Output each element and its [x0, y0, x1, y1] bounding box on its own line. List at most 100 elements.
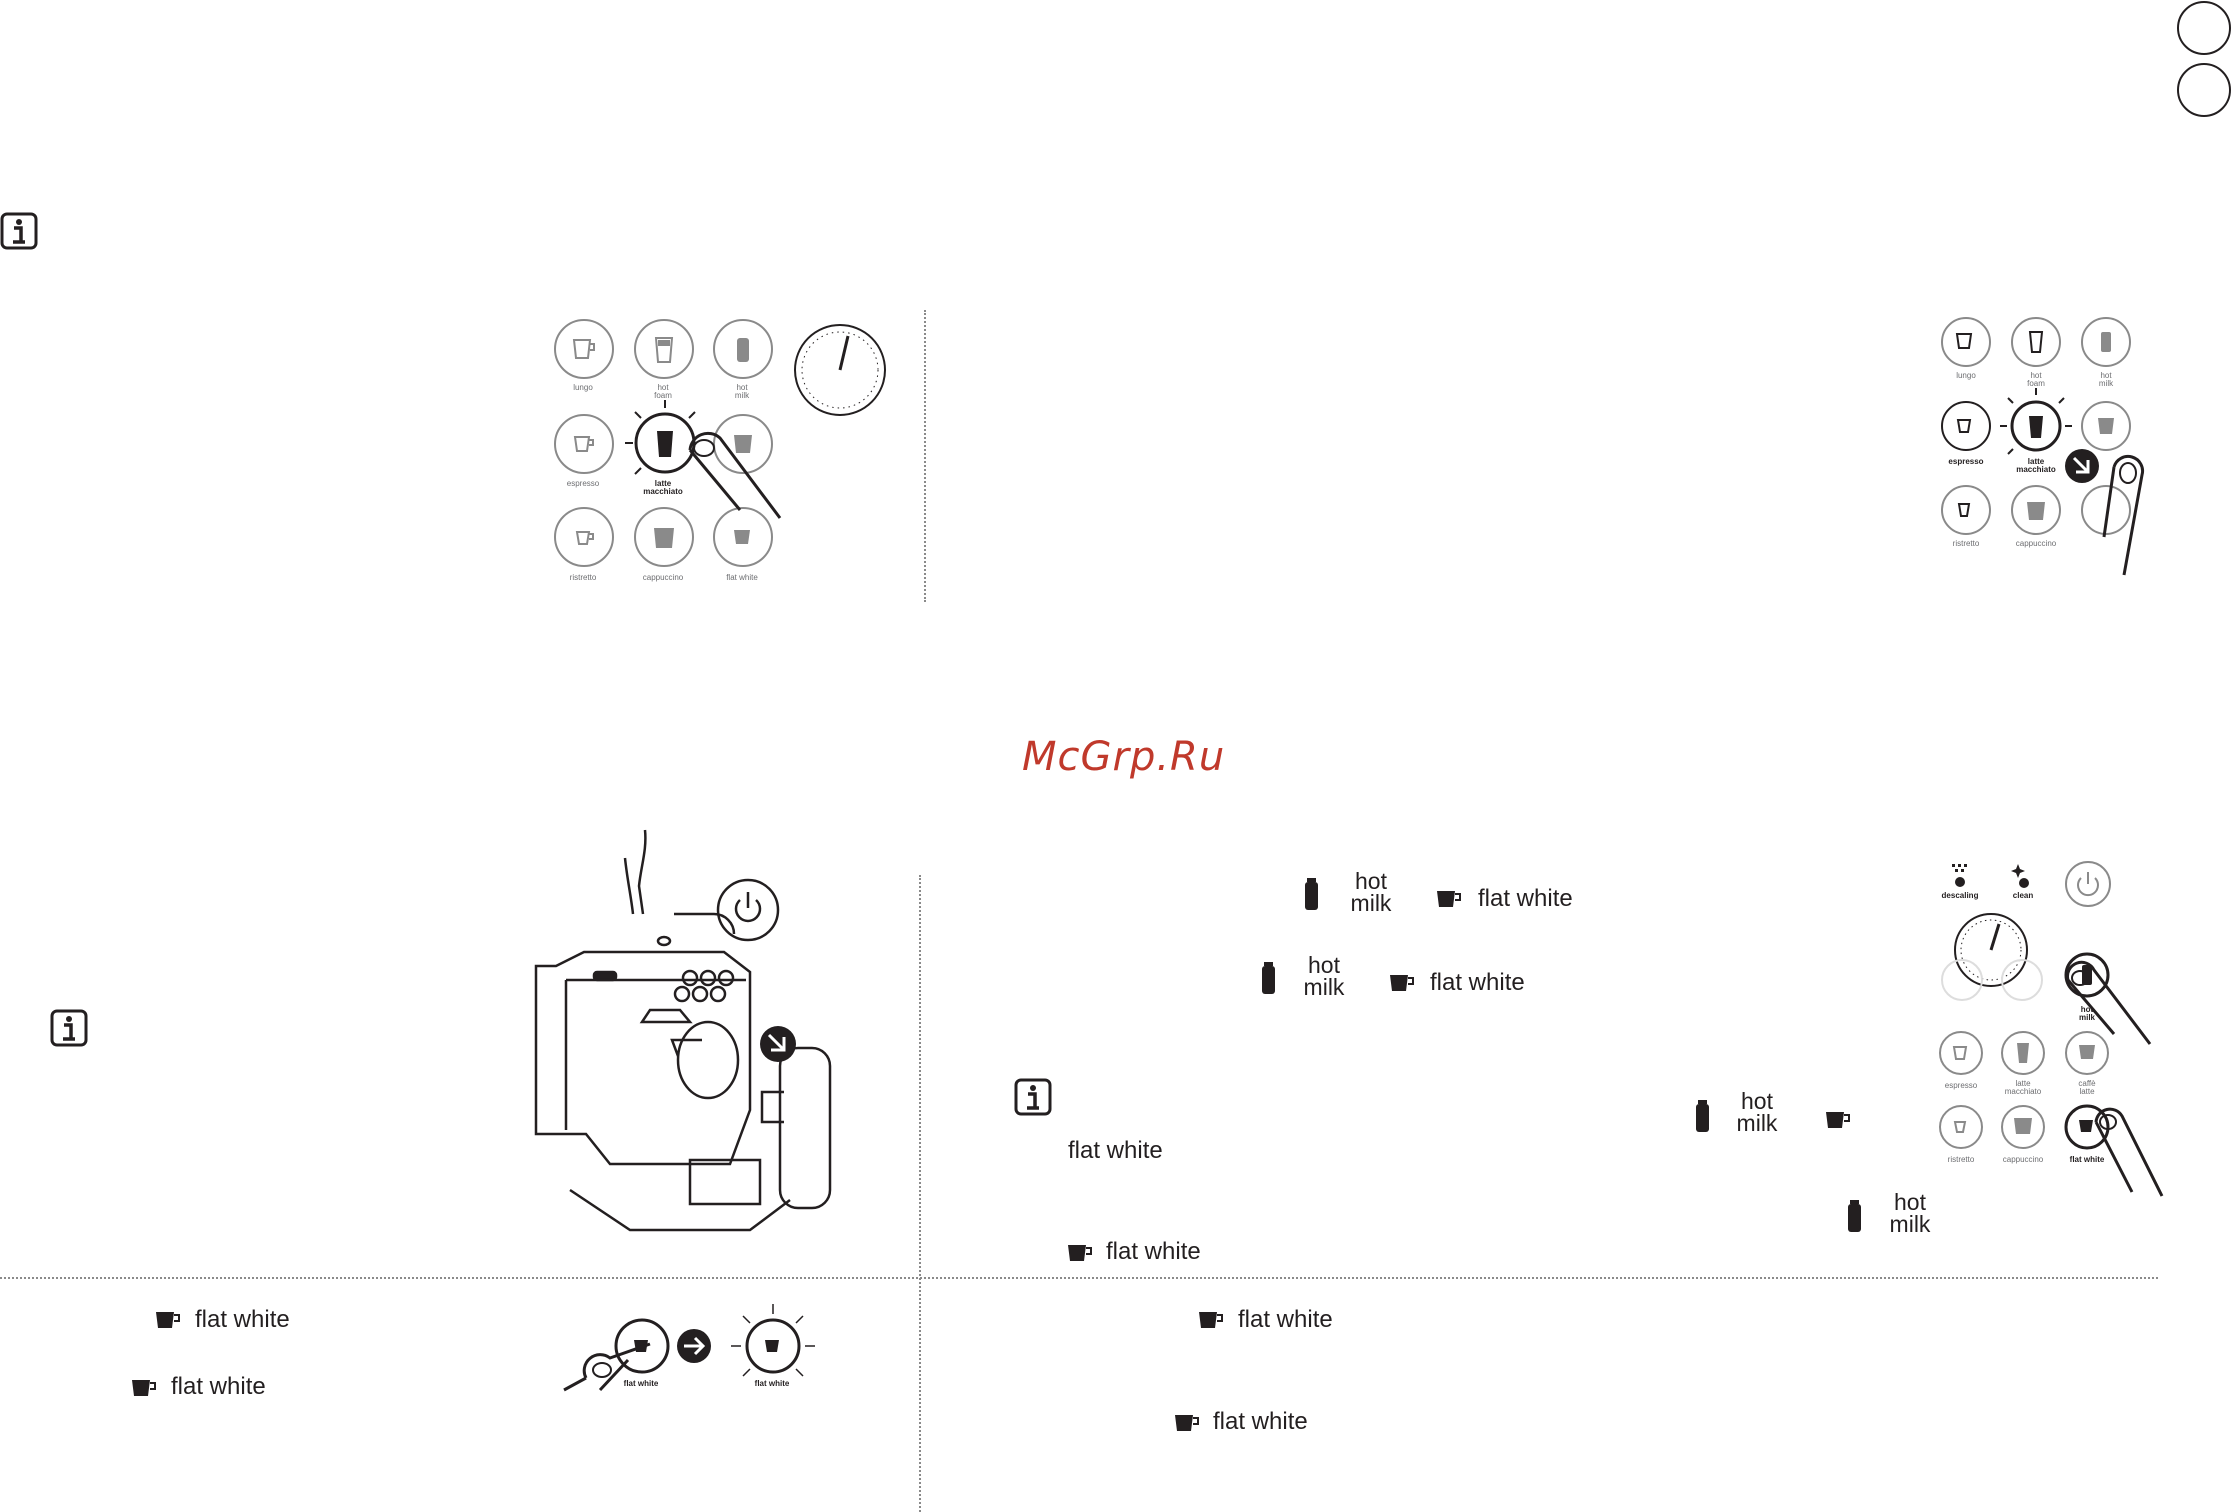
finger-press-icon: [2094, 1107, 2164, 1197]
flat-white-icon: [713, 507, 773, 567]
milk-bottle-icon: [1848, 1200, 1861, 1232]
label-ristretto: ristretto: [1947, 1155, 1975, 1164]
hot-text: hot: [1894, 1189, 1926, 1215]
label-descaling: descaling: [1941, 891, 1979, 900]
milk-bottle-icon: [713, 319, 773, 379]
foam-icon: [634, 319, 694, 379]
label-flat-white: flat white: [726, 573, 758, 582]
hot-milk-label: hot milk: [1345, 868, 1397, 916]
label-hot-milk: hot milk: [734, 383, 750, 400]
cup-icon: [1941, 401, 1991, 451]
flat-white-icon: [2081, 485, 2131, 535]
hot-milk-label: hot milk: [1884, 1189, 1936, 1237]
label-latte-macchiato: latte macchiato: [643, 479, 683, 496]
cup-icon: [1199, 1312, 1223, 1328]
hot-text: hot: [1308, 952, 1340, 978]
divider-vertical-top: [924, 310, 926, 602]
label-latte-macchiato: latte macchiato: [2004, 1079, 2042, 1096]
label-espresso: espresso: [1944, 1081, 1978, 1090]
flat-white-text: flat white: [1430, 969, 1525, 996]
hot-milk-label: hot milk: [1731, 1088, 1783, 1136]
cup-icon: [554, 507, 614, 567]
cup-icon: [554, 414, 614, 474]
hot-milk-label: hot milk: [1298, 952, 1350, 1000]
cup-icon: [1941, 317, 1991, 367]
milk-text: milk: [1303, 974, 1345, 1000]
label-hot-milk: hot milk: [2078, 1005, 2095, 1022]
finger-press-icon: [2066, 960, 2152, 1045]
section-marker-circles: [2177, 1, 2231, 117]
cup-icon: [1826, 1112, 1850, 1128]
foam-icon: [2011, 317, 2061, 367]
timer-dial-icon: [794, 324, 886, 416]
finger-press-icon: [2102, 454, 2145, 576]
milk-text: milk: [1350, 890, 1392, 916]
caffe-latte-icon: [2081, 401, 2131, 451]
label-cappuccino: cappuccino: [642, 573, 684, 582]
label-ristretto: ristretto: [1952, 539, 1980, 548]
cup-icon: [156, 1312, 180, 1328]
label-espresso: espresso: [566, 479, 600, 488]
label-lungo: lungo: [573, 383, 593, 392]
flat-white-text: flat white: [1106, 1238, 1201, 1265]
clean-icon: [2011, 864, 2029, 888]
label-caffe-latte: caffè latte: [2078, 1079, 2096, 1096]
cup-icon: [1437, 891, 1461, 907]
latte-macchiato-button-active: [625, 400, 696, 475]
flat-white-text: flat white: [195, 1306, 290, 1333]
latte-macchiato-button-active: [2000, 388, 2072, 455]
milk-bottle-icon: [2081, 317, 2131, 367]
arrow-right-icon: [2065, 449, 2099, 483]
label-latte-macchiato: latte macchiato: [2016, 457, 2056, 474]
power-icon: [2065, 861, 2111, 907]
coffee-machine-illustration: [534, 829, 832, 1232]
milk-bottle-icon: [1696, 1100, 1709, 1132]
label-ristretto: ristretto: [569, 573, 597, 582]
label-cappuccino: cappuccino: [2015, 539, 2057, 548]
caffe-latte-icon: [2065, 1031, 2109, 1075]
label-hot-foam: hot foam: [2027, 371, 2045, 388]
cappuccino-icon: [2001, 1105, 2045, 1149]
flat-white-button-active: [2064, 1104, 2110, 1150]
milk-text: milk: [1889, 1211, 1931, 1237]
label-flat-white: flat white: [2069, 1155, 2105, 1164]
faded-button-icon: [1941, 959, 2043, 1001]
cup-icon: [1939, 1031, 1983, 1075]
cup-icon: [1175, 1415, 1199, 1431]
label-hot-milk: hot milk: [2098, 371, 2114, 388]
flat-white-text: flat white: [1238, 1306, 1333, 1333]
cappuccino-icon: [2011, 485, 2061, 535]
timer-dial-icon: [1954, 913, 2028, 987]
flat-white-press-sequence: [563, 1304, 815, 1392]
hot-text: hot: [1355, 868, 1387, 894]
cup-icon: [1068, 1245, 1092, 1261]
cup-icon: [1390, 975, 1414, 991]
hot-text: hot: [1741, 1088, 1773, 1114]
cup-icon: [1941, 485, 1991, 535]
milk-bottle-icon: [1262, 962, 1275, 994]
latte-macchiato-icon: [2001, 1031, 2045, 1075]
label-hot-foam: hot foam: [654, 383, 672, 400]
divider-horizontal: [0, 1277, 2158, 1279]
milk-text: milk: [1736, 1110, 1778, 1136]
flat-white-text: flat white: [171, 1373, 266, 1400]
info-icon: [0, 212, 38, 250]
label-lungo: lungo: [1956, 371, 1976, 380]
label-clean: clean: [2012, 891, 2034, 900]
finger-press-icon: [688, 431, 782, 519]
milk-bottle-icon: [1305, 878, 1318, 910]
flat-white-text: flat white: [1478, 885, 1573, 912]
cup-icon: [132, 1380, 156, 1396]
info-icon: [50, 1009, 88, 1047]
flat-white-text: flat white: [1068, 1137, 1163, 1164]
label-espresso: espresso: [1948, 457, 1984, 466]
divider-vertical-bottom: [919, 875, 921, 1512]
label-flat-white: flat white: [754, 1379, 790, 1388]
cappuccino-icon: [634, 507, 694, 567]
power-icon: [716, 878, 780, 942]
flat-white-text: flat white: [1213, 1408, 1308, 1435]
label-cappuccino: cappuccino: [2002, 1155, 2044, 1164]
descaling-icon: [1952, 864, 1967, 887]
caffe-latte-icon: [713, 414, 773, 474]
watermark: McGrp.Ru: [1022, 734, 1226, 780]
